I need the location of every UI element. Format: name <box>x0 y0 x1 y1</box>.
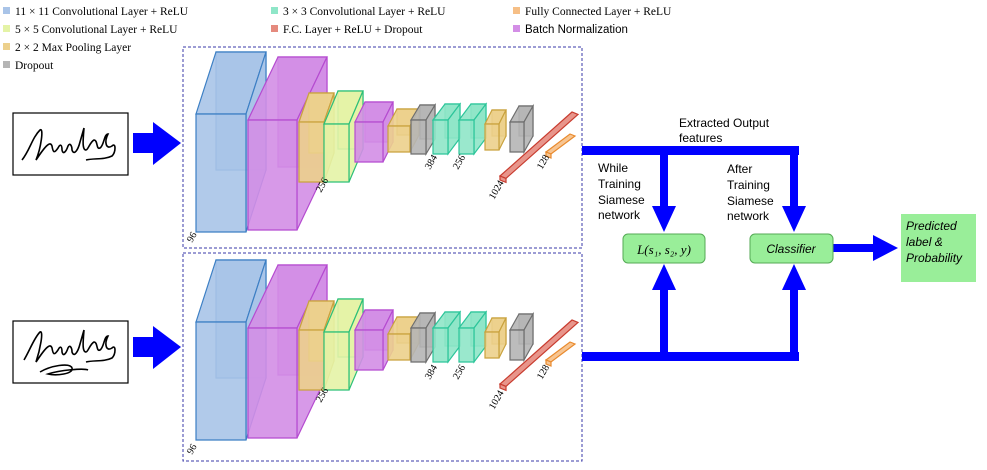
prediction-label-line: Probability <box>906 251 963 265</box>
prediction-label-line: label & <box>906 235 943 249</box>
after-training-label: After <box>727 162 752 176</box>
legend-item: 3 × 3 Convolutional Layer + ReLU <box>271 6 446 18</box>
legend-label: 5 × 5 Convolutional Layer + ReLU <box>15 24 178 36</box>
bottom-to-loss-line <box>660 288 668 361</box>
legend-swatch <box>3 43 10 50</box>
conv5-block-front <box>323 331 350 391</box>
dropout-block-front <box>410 327 427 363</box>
while-training-label: While <box>598 161 628 175</box>
dropout-block-front <box>509 121 525 153</box>
conv5-block-front <box>323 123 350 183</box>
top-to-classifier-arrowhead <box>782 206 806 232</box>
layer-size-label: 384 <box>423 363 440 381</box>
while-training-label: Training <box>598 177 641 191</box>
legend-swatch <box>271 7 278 14</box>
legend-swatch <box>513 7 520 14</box>
extracted-features-label: features <box>679 131 722 145</box>
fc-block-front <box>545 151 552 159</box>
legend-item: Fully Connected Layer + ReLU <box>513 6 672 18</box>
legend-item: 11 × 11 Convolutional Layer + ReLU <box>3 6 189 18</box>
classifier-to-output-line <box>833 244 875 252</box>
top-feature-line <box>582 146 799 155</box>
legend-item: Batch Normalization <box>513 24 628 36</box>
legend-item: Dropout <box>3 60 54 72</box>
top-to-loss-arrowhead <box>652 206 676 232</box>
dropout-block-front <box>410 119 427 155</box>
maxpool-block-front <box>484 331 500 359</box>
input-arrow-top <box>133 122 181 165</box>
dropout-block-front <box>509 329 525 361</box>
signature-image-top <box>12 112 129 176</box>
legend-label: Dropout <box>15 60 54 72</box>
maxpool-block-front <box>387 125 411 153</box>
after-training-label: Siamese <box>727 194 774 208</box>
while-training-label: network <box>598 208 641 222</box>
fc-dropout-block-front <box>499 175 507 184</box>
legend-label: 11 × 11 Convolutional Layer + ReLU <box>15 6 189 18</box>
legend-label: Fully Connected Layer + ReLU <box>525 6 672 18</box>
network-layers-top <box>195 51 580 233</box>
maxpool-block-front <box>298 329 325 391</box>
prediction-output-node: Predicted label & Probability <box>901 214 976 282</box>
batchnorm-block-front <box>354 121 384 163</box>
legend-swatch <box>3 7 10 14</box>
conv3-block-front <box>458 327 475 363</box>
legend-label: Batch Normalization <box>525 24 628 36</box>
after-training-label: Training <box>727 178 770 192</box>
conv11-block-front <box>195 113 247 233</box>
classifier-to-output-arrowhead <box>873 235 898 261</box>
conv3-block-front <box>458 119 475 155</box>
maxpool-block-front <box>387 333 411 361</box>
bottom-to-classifier-line <box>790 288 798 361</box>
layer-size-label: 1024 <box>487 389 507 412</box>
legend-label: 2 × 2 Max Pooling Layer <box>15 42 131 54</box>
classifier-node: Classifier <box>749 233 834 264</box>
layer-size-label: 96 <box>185 230 200 244</box>
legend-item: 2 × 2 Max Pooling Layer <box>3 42 131 54</box>
loss-function-label: L(s₁, s₂, y) <box>636 242 691 257</box>
batchnorm-block-front <box>354 329 384 371</box>
batchnorm-block-front <box>247 119 298 231</box>
layer-size-label: 96 <box>185 442 200 456</box>
conv3-block-front <box>432 327 449 363</box>
extracted-features-label: Extracted Output <box>679 116 770 130</box>
conv3-block-front <box>432 119 449 155</box>
legend: 11 × 11 Convolutional Layer + ReLU 5 × 5… <box>3 6 672 72</box>
legend-swatch <box>3 25 10 32</box>
legend-label: F.C. Layer + ReLU + Dropout <box>283 24 423 36</box>
signature-image-bottom <box>12 320 129 384</box>
conv11-block-front <box>195 321 247 441</box>
bottom-to-loss-arrowhead <box>652 264 676 290</box>
while-training-label: Siamese <box>598 193 645 207</box>
legend-label: 3 × 3 Convolutional Layer + ReLU <box>283 6 446 18</box>
bottom-feature-line <box>582 352 799 361</box>
layer-size-label: 256 <box>451 363 468 381</box>
legend-item: F.C. Layer + ReLU + Dropout <box>271 24 423 36</box>
legend-item: 5 × 5 Convolutional Layer + ReLU <box>3 24 178 36</box>
input-arrow-bottom <box>133 326 181 369</box>
top-to-loss-line <box>660 146 668 208</box>
maxpool-block-front <box>298 121 325 183</box>
legend-swatch <box>271 25 278 32</box>
legend-swatch <box>3 61 10 68</box>
bottom-to-classifier-arrowhead <box>782 264 806 290</box>
loss-function-node: L(s₁, s₂, y) <box>622 233 706 264</box>
network-layers-bottom <box>195 259 580 441</box>
feature-connectors <box>582 146 898 361</box>
batchnorm-block-front <box>247 327 298 439</box>
maxpool-block-front <box>484 123 500 151</box>
fc-dropout-block-front <box>499 383 507 392</box>
classifier-label: Classifier <box>766 242 816 256</box>
after-training-label: network <box>727 209 770 223</box>
legend-swatch <box>513 25 520 32</box>
prediction-label-line: Predicted <box>906 219 957 233</box>
fc-block-front <box>545 359 552 367</box>
layer-size-label: 256 <box>451 153 468 171</box>
top-to-classifier-line <box>790 146 798 208</box>
